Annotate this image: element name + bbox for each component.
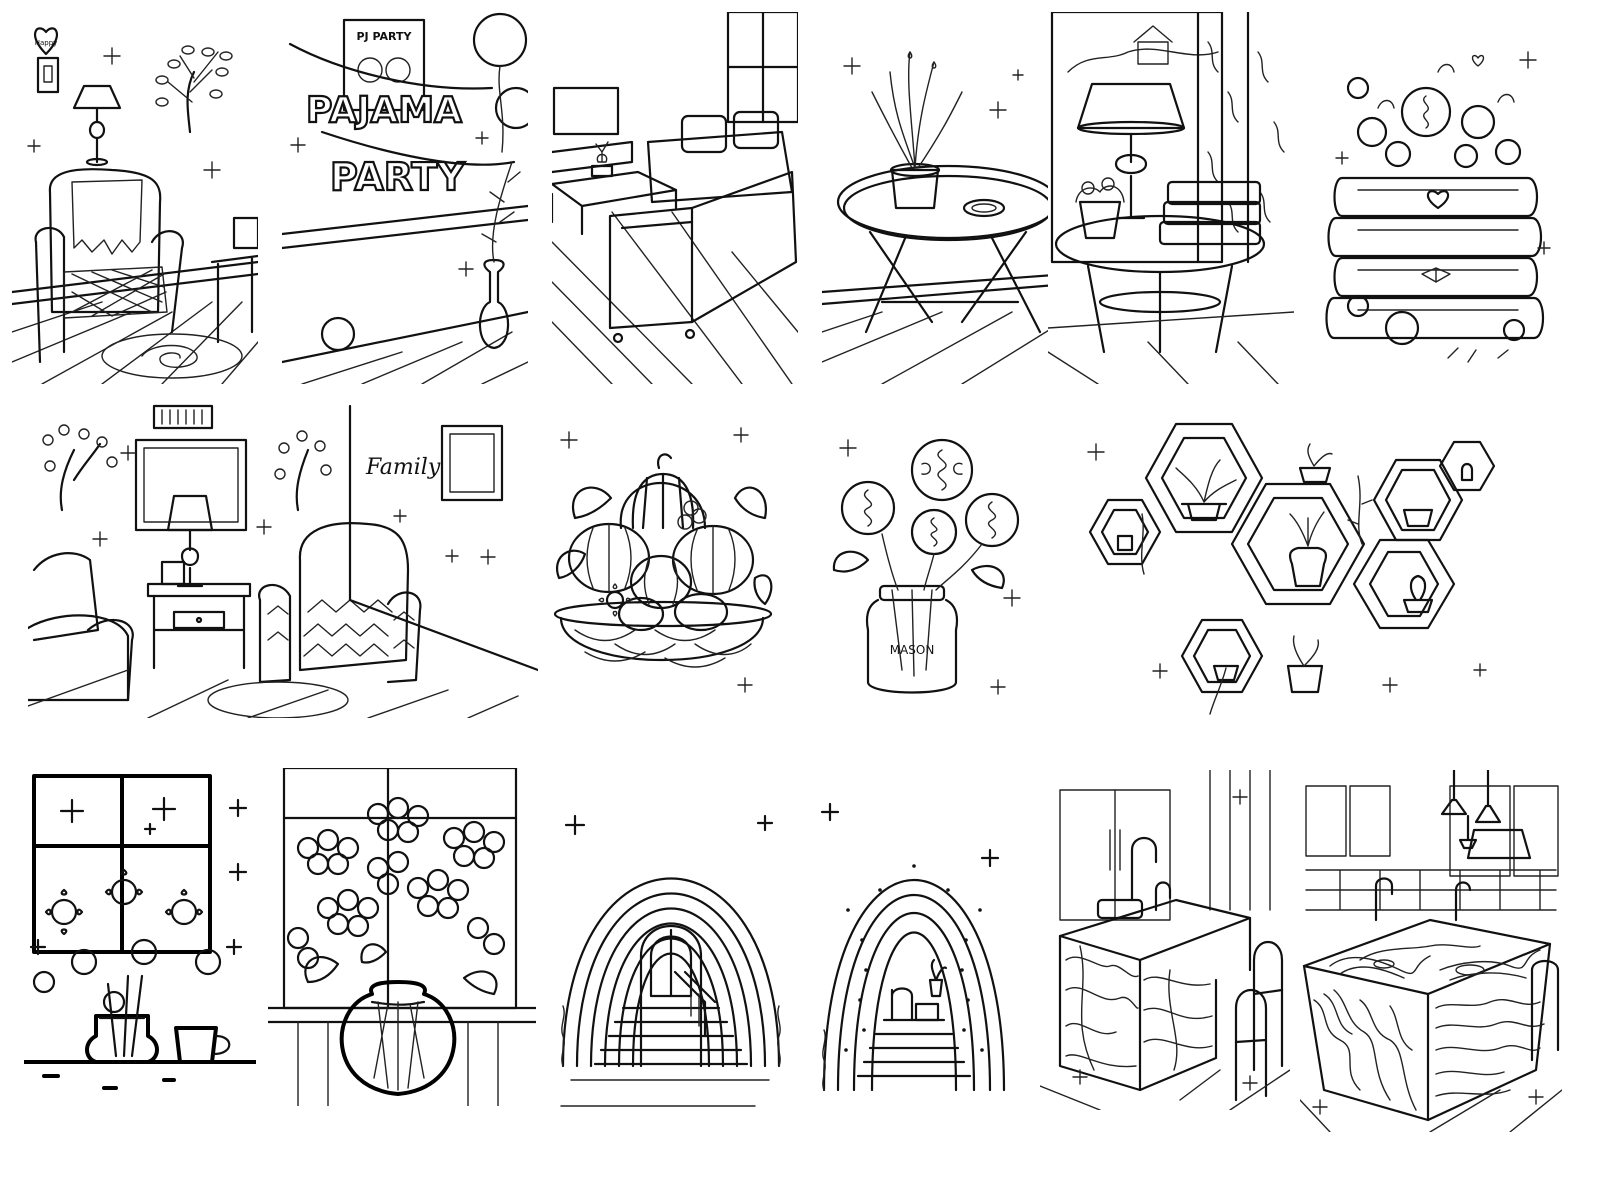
svg-text:Happy: Happy bbox=[35, 39, 58, 47]
coloring-page-marble-island bbox=[1040, 770, 1290, 1110]
mason-label: MASON bbox=[890, 643, 935, 657]
heart-sign: Happy bbox=[34, 27, 58, 56]
coloring-page-dotted-arch-room bbox=[810, 790, 1018, 1116]
coloring-page-topographic-island bbox=[1300, 770, 1562, 1132]
pj-party-poster: PJ PARTY bbox=[342, 18, 426, 112]
coloring-page-hexagon-shelves bbox=[1082, 404, 1502, 720]
coloring-page-round-table-plant bbox=[822, 12, 1068, 384]
coloring-page-mason-jar-peonies: MASON bbox=[822, 420, 1038, 714]
family-sign: Family bbox=[365, 455, 441, 480]
coloring-page-family-living-room: Family bbox=[28, 400, 538, 718]
coloring-page-rainbow-arch-stairs bbox=[555, 776, 787, 1136]
coloring-page-armchair-room: Happy bbox=[12, 12, 258, 384]
coloring-page-hydrangea-vase bbox=[268, 768, 536, 1106]
coloring-page-lamp-books-table bbox=[1048, 12, 1294, 384]
svg-text:PAJAMA: PAJAMA bbox=[306, 90, 462, 131]
svg-text:PJ PARTY: PJ PARTY bbox=[357, 30, 413, 43]
coloring-page-books-flowers bbox=[1318, 12, 1564, 384]
coloring-page-daisy-vase-window bbox=[24, 772, 256, 1106]
coloring-page-sofa-room bbox=[552, 12, 798, 384]
coloring-page-pumpkin-basket bbox=[545, 408, 781, 704]
coloring-page-pajama-party: PJ PARTY PAJAMA PARTY bbox=[282, 12, 528, 384]
